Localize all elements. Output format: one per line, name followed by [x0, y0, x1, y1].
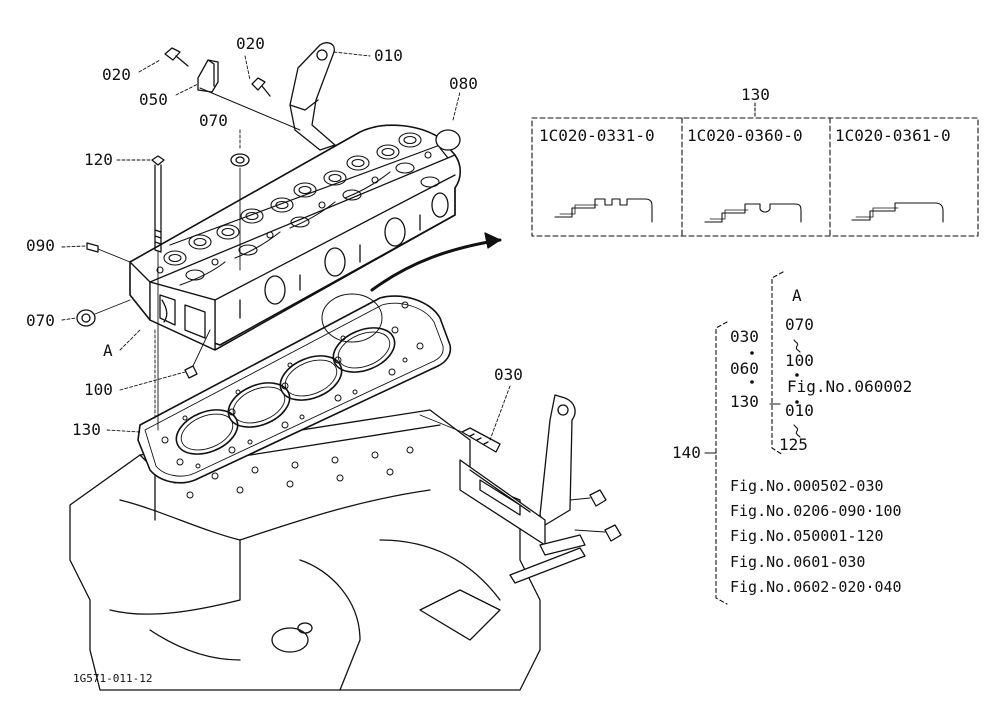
- variant-code-1: 1C020-0331-0: [539, 126, 655, 145]
- callout-080: 080: [449, 74, 478, 93]
- kit-right-125: 125: [779, 435, 808, 454]
- callout-020-top: 020: [236, 34, 265, 53]
- callout-070-lower: 070: [26, 311, 55, 330]
- kit-tildes: [793, 339, 801, 438]
- variant-code-2: 1C020-0360-0: [687, 126, 803, 145]
- drawing-id: 1G571-011-12: [73, 672, 153, 685]
- kit-fig-ref-3: Fig.No.050001-120: [730, 527, 884, 545]
- kit-right-010: 010: [785, 401, 814, 420]
- kit-right-100: 100: [785, 351, 814, 370]
- stud-030: [419, 414, 501, 453]
- head-gasket: [137, 295, 452, 484]
- callout-030: 030: [494, 365, 523, 384]
- kit-brackets: [704, 271, 784, 605]
- kit-right-fig: Fig.No.060002: [787, 377, 913, 396]
- callout-050: 050: [139, 90, 168, 109]
- variant-box-ref: 130: [741, 85, 770, 104]
- leader-lines: [61, 51, 511, 441]
- bolts-020: [164, 47, 271, 97]
- kit-left-030: 030: [730, 327, 759, 346]
- kit-fig-ref-2: Fig.No.0206-090·100: [730, 502, 902, 520]
- callout-130: 130: [72, 420, 101, 439]
- kit-ref: 140: [672, 443, 701, 462]
- callout-120: 120: [84, 150, 113, 169]
- stud-090: [86, 242, 131, 263]
- callout-090: 090: [26, 236, 55, 255]
- plug-080: [435, 129, 461, 159]
- kit-right-070: 070: [785, 315, 814, 334]
- plug-100: [184, 329, 211, 379]
- variant-code-3: 1C020-0361-0: [835, 126, 951, 145]
- kit-fig-ref-1: Fig.No.000502-030: [730, 477, 884, 495]
- callout-020-left: 020: [102, 65, 131, 84]
- callout-010: 010: [374, 46, 403, 65]
- kit-right-start: A: [792, 286, 802, 305]
- callout-100: 100: [84, 380, 113, 399]
- kit-dots: [750, 351, 799, 404]
- kit-left-130: 130: [730, 392, 759, 411]
- kit-fig-ref-4: Fig.No.0601-030: [730, 553, 866, 571]
- bracket-050: [197, 59, 301, 131]
- washer-070: [230, 153, 250, 271]
- lifting-bracket: [289, 42, 336, 151]
- kit-left-060: 060: [730, 359, 759, 378]
- callout-a: A: [103, 341, 113, 360]
- cylinder-head: [129, 124, 462, 351]
- callout-070-top: 070: [199, 111, 228, 130]
- cylinder-block: [69, 409, 541, 691]
- detail-callout-arrow: [321, 232, 502, 343]
- head-bolt: [151, 155, 165, 431]
- plug-070-lower: [76, 299, 131, 327]
- alternator-bracket: [459, 394, 622, 584]
- gasket-variant-box: [531, 102, 979, 237]
- kit-fig-ref-5: Fig.No.0602-020·040: [730, 578, 902, 596]
